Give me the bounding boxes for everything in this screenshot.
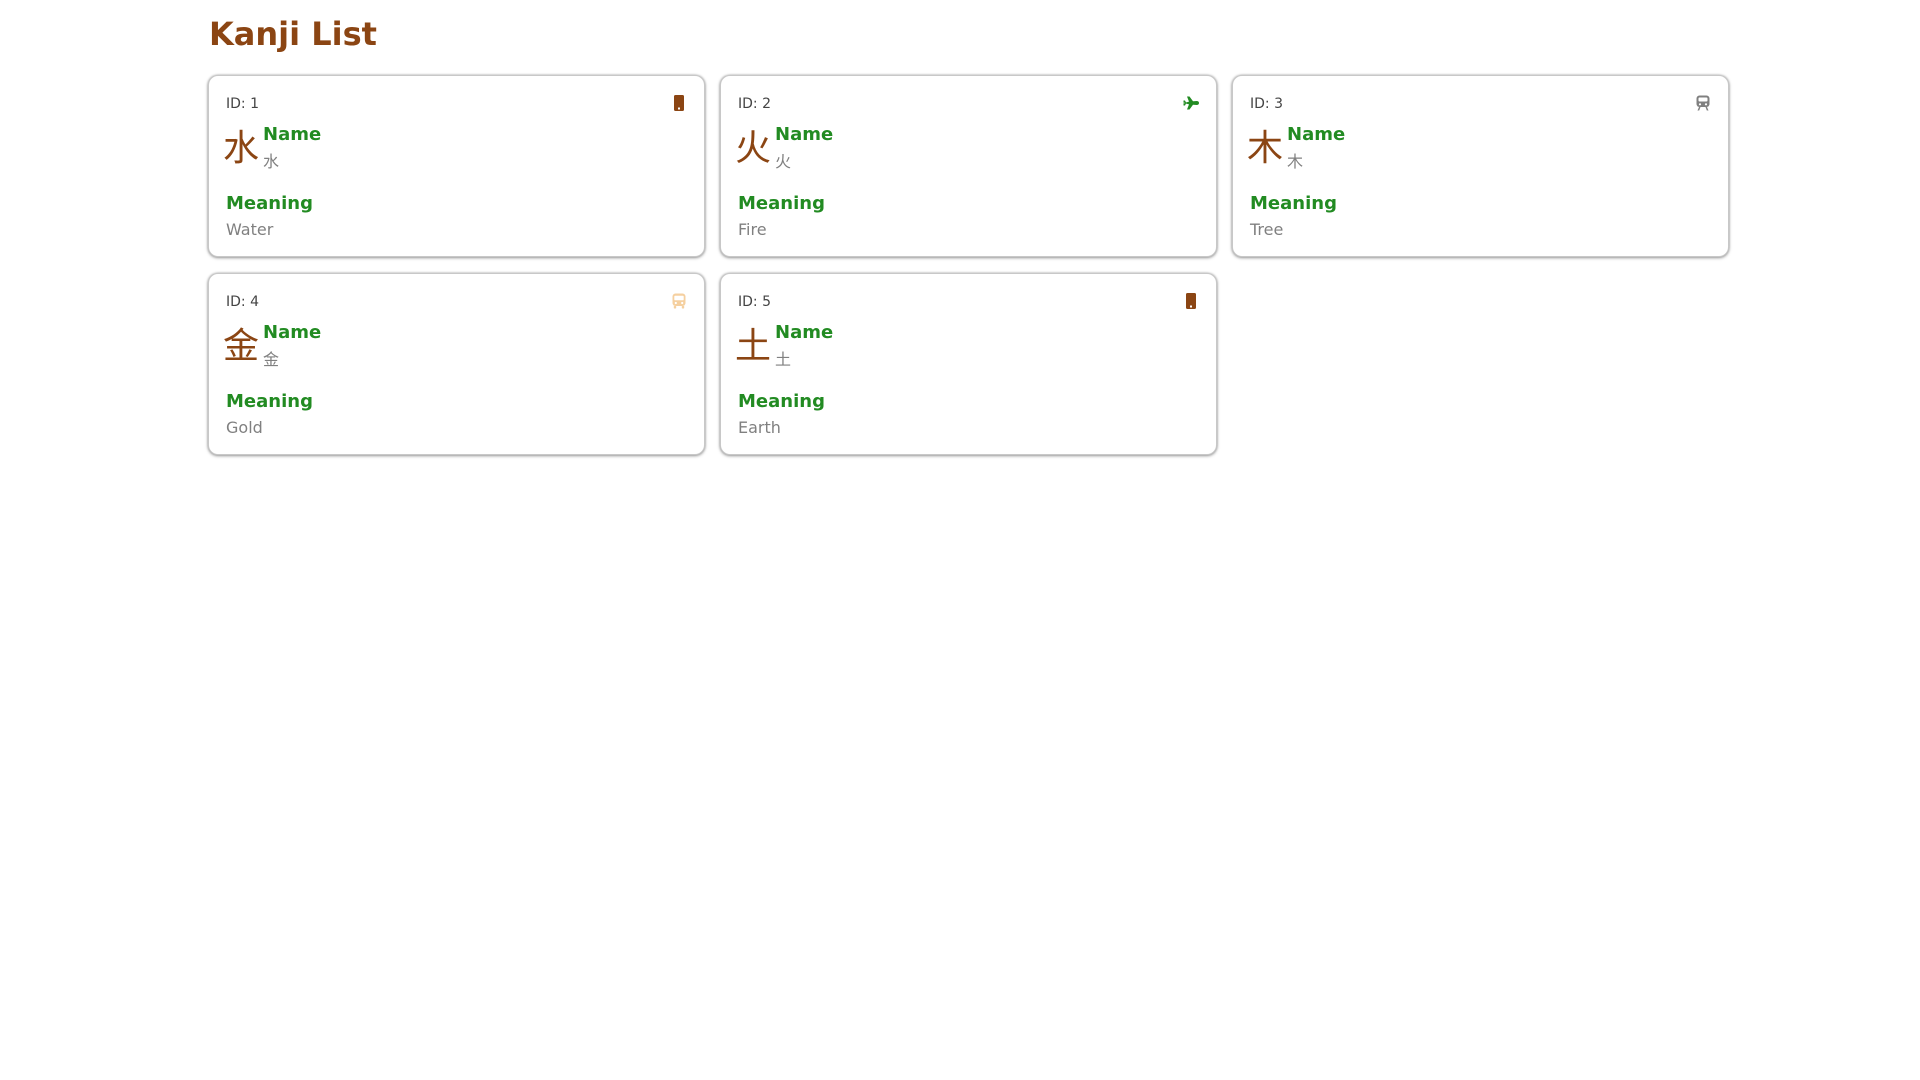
meaning-label: Meaning [738, 193, 825, 214]
meaning-value: Gold [226, 418, 263, 437]
name-label: Name [775, 322, 834, 343]
meaning-value: Earth [738, 418, 781, 437]
card-id: ID: 5 [738, 294, 771, 310]
meaning-value: Water [226, 220, 274, 239]
kanji-card[interactable]: ID: 2 火 Name 火 Meaning Fire [720, 75, 1217, 257]
meaning-value: Fire [738, 220, 767, 239]
name-value: 金 [263, 350, 280, 369]
kanji-character: 木 [1247, 128, 1284, 169]
train-icon [1695, 94, 1711, 112]
name-value: 木 [1287, 152, 1304, 171]
kanji-character: 金 [223, 326, 260, 367]
card-id: ID: 1 [226, 96, 259, 112]
name-label: Name [263, 322, 322, 343]
kanji-card[interactable]: ID: 1 水 Name 水 Meaning Water [208, 75, 705, 257]
mobile-phone-icon [671, 94, 687, 112]
name-value: 火 [775, 152, 792, 171]
mobile-phone-icon [1183, 292, 1199, 310]
name-label: Name [1287, 124, 1346, 145]
page-title: Kanji List [209, 15, 377, 53]
kanji-character: 火 [735, 128, 772, 169]
card-id: ID: 4 [226, 294, 259, 310]
name-label: Name [263, 124, 322, 145]
airplane-icon [1183, 94, 1199, 112]
card-id: ID: 2 [738, 96, 771, 112]
meaning-label: Meaning [226, 391, 313, 412]
name-value: 土 [775, 350, 792, 369]
kanji-character: 土 [735, 326, 772, 367]
meaning-label: Meaning [1250, 193, 1337, 214]
kanji-card[interactable]: ID: 3 木 Name 木 Meaning Tree [1232, 75, 1729, 257]
kanji-character: 水 [223, 128, 260, 169]
bus-icon [671, 292, 687, 310]
name-value: 水 [263, 152, 280, 171]
card-id: ID: 3 [1250, 96, 1283, 112]
meaning-label: Meaning [738, 391, 825, 412]
kanji-card-grid: ID: 1 水 Name 水 Meaning Water ID: 2 火 Nam… [208, 75, 1729, 455]
kanji-card[interactable]: ID: 5 土 Name 土 Meaning Earth [720, 273, 1217, 455]
name-label: Name [775, 124, 834, 145]
kanji-card[interactable]: ID: 4 金 Name 金 Meaning Gold [208, 273, 705, 455]
meaning-label: Meaning [226, 193, 313, 214]
meaning-value: Tree [1250, 220, 1284, 239]
